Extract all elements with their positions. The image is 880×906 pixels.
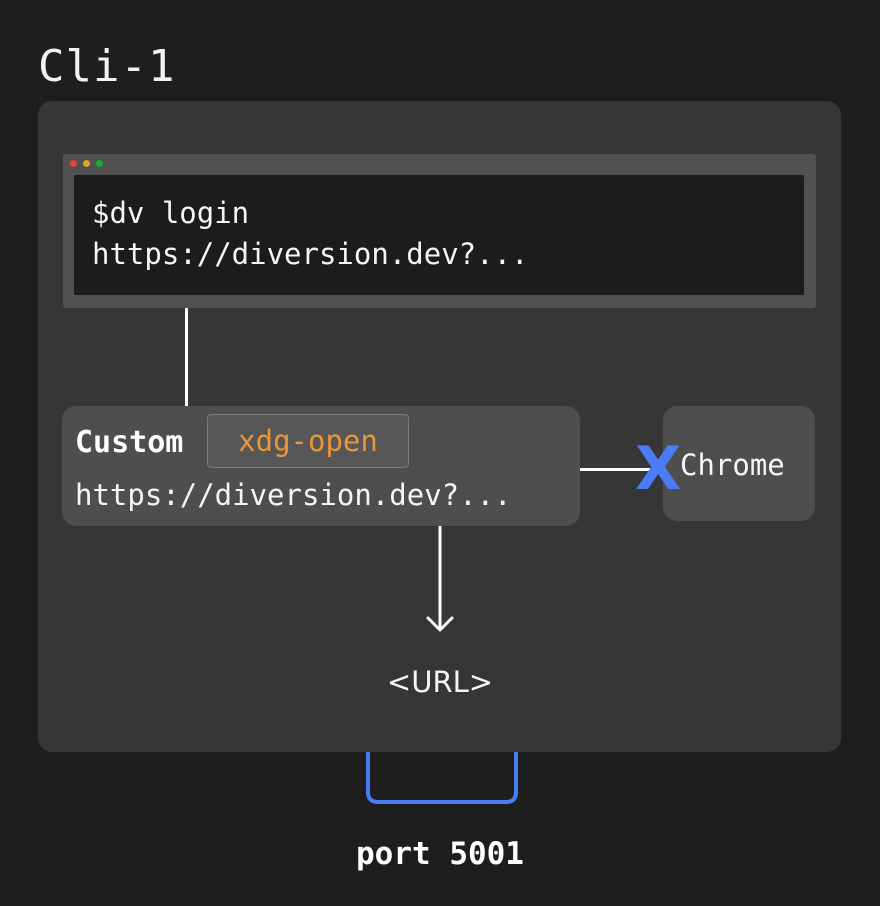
terminal-to-custom-connector — [185, 308, 188, 406]
custom-label: Custom — [75, 425, 184, 460]
diagram-title: Cli-1 — [38, 41, 176, 92]
window-close-dot-icon — [70, 160, 77, 167]
terminal-output-url: https://diversion.dev?... — [92, 237, 529, 271]
chrome-box — [663, 406, 815, 521]
window-maximize-dot-icon — [96, 160, 103, 167]
chrome-label: Chrome — [680, 448, 785, 482]
xdg-open-tag — [207, 414, 409, 468]
port-bracket — [366, 752, 518, 804]
terminal-command: $dv login — [92, 196, 250, 230]
url-placeholder-label: <URL> — [386, 665, 494, 699]
custom-to-chrome-connector — [580, 468, 650, 471]
window-minimize-dot-icon — [83, 160, 90, 167]
port-label: port 5001 — [356, 836, 524, 872]
terminal-screen — [74, 175, 804, 295]
blocked-x-icon: X — [635, 434, 682, 504]
custom-url: https://diversion.dev?... — [75, 478, 512, 512]
arrow-down-icon — [426, 526, 454, 632]
xdg-open-tag-label: xdg-open — [238, 424, 378, 458]
